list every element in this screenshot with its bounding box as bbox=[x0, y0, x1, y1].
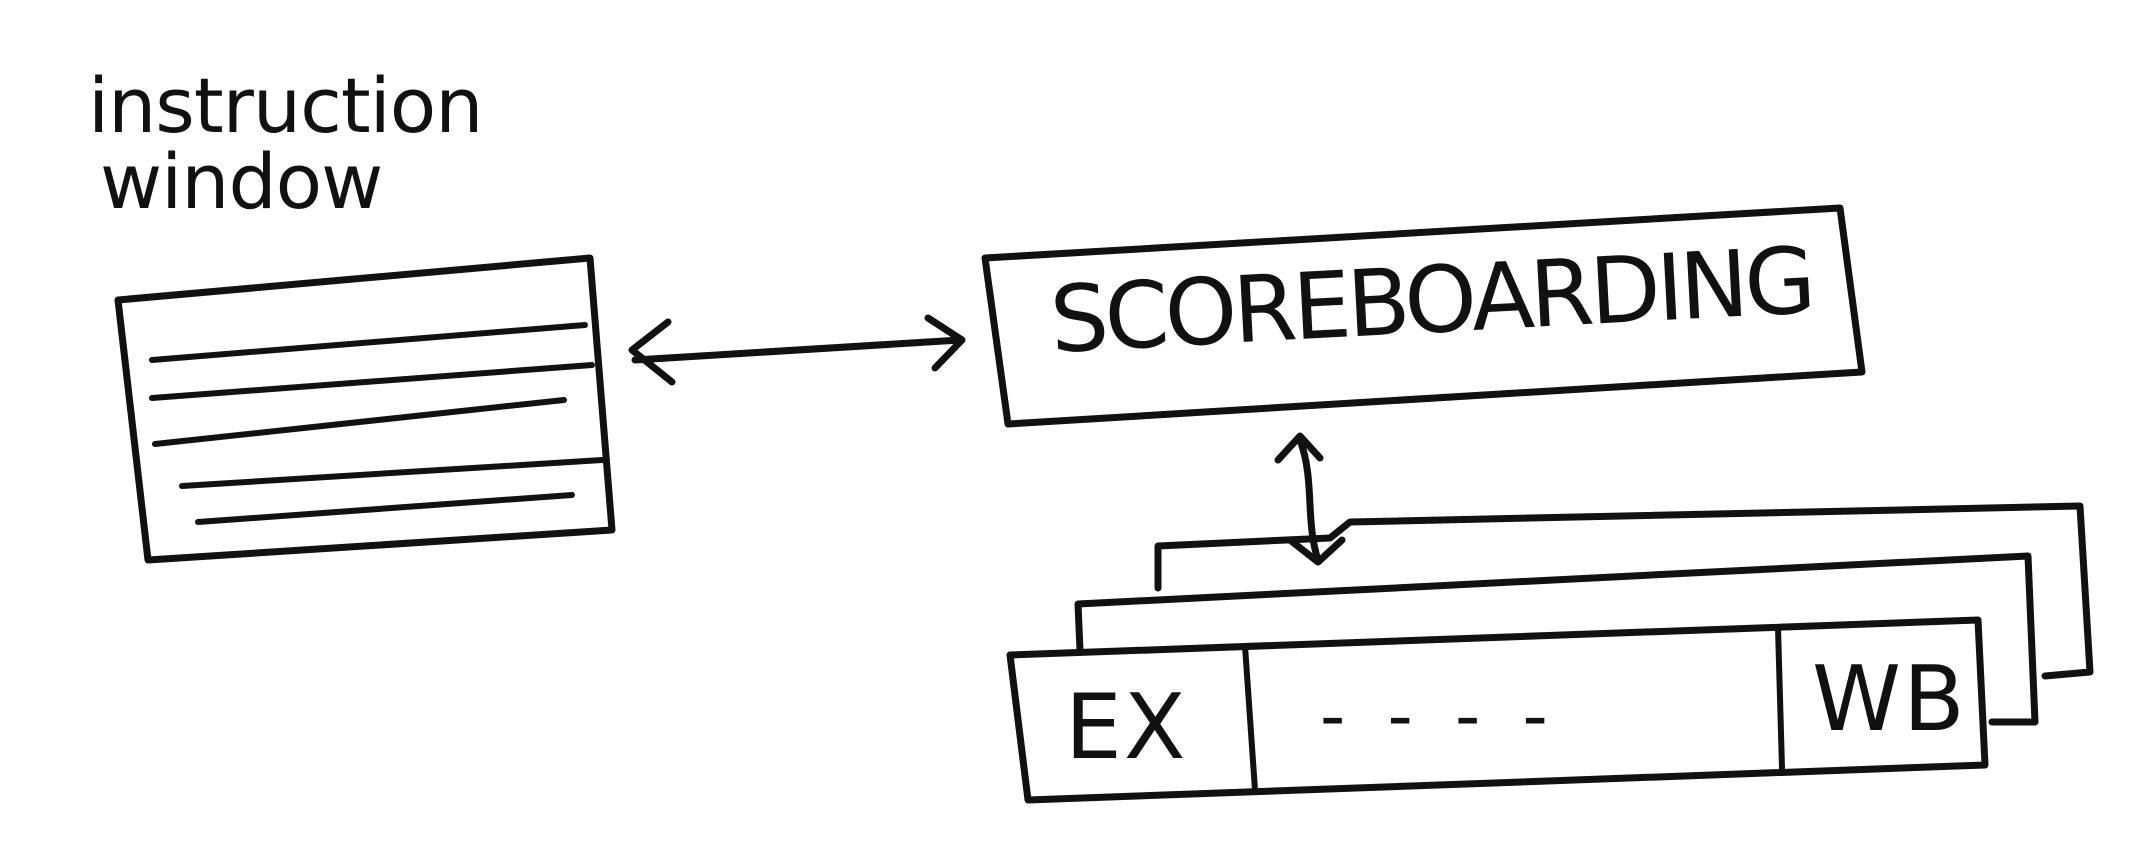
pipeline-stack: EX - - - - WB bbox=[1006, 502, 2094, 804]
stage-wb-label: WB bbox=[1812, 647, 1967, 752]
arrow-head-down bbox=[1286, 536, 1346, 566]
stage-divider-left bbox=[1242, 643, 1258, 793]
instruction-entry-line bbox=[195, 492, 575, 525]
instruction-window-label-line2: window bbox=[100, 137, 382, 226]
arrow-head-right bbox=[924, 314, 966, 372]
stage-middle-label: - - - - bbox=[1320, 675, 1558, 757]
arrow-head-left bbox=[628, 318, 676, 386]
instruction-entry-line bbox=[152, 397, 567, 447]
scoreboarding-outline bbox=[981, 204, 1866, 428]
arrow-shaft bbox=[1296, 436, 1322, 564]
instruction-window-box bbox=[114, 254, 616, 564]
instruction-entry-line bbox=[149, 322, 588, 363]
pipeline-board-front bbox=[1006, 616, 1989, 804]
instruction-window-label-line1: instruction bbox=[88, 61, 482, 150]
arrow-head-up bbox=[1274, 432, 1324, 464]
instruction-entry-line bbox=[149, 362, 595, 401]
window-scoreboard-arrow bbox=[628, 314, 966, 386]
stage-divider-right bbox=[1775, 625, 1785, 771]
pipeline-board-middle bbox=[1074, 552, 2039, 726]
instruction-entry-line bbox=[179, 457, 605, 489]
instruction-window-outline bbox=[114, 254, 616, 564]
stage-ex-label: EX bbox=[1065, 675, 1188, 780]
scoreboarding-box: SCOREBOARDING bbox=[981, 204, 1866, 428]
scoreboard-pipeline-arrow bbox=[1274, 432, 1346, 566]
arrow-shaft bbox=[631, 336, 964, 364]
pipeline-board-back bbox=[1154, 502, 2094, 680]
